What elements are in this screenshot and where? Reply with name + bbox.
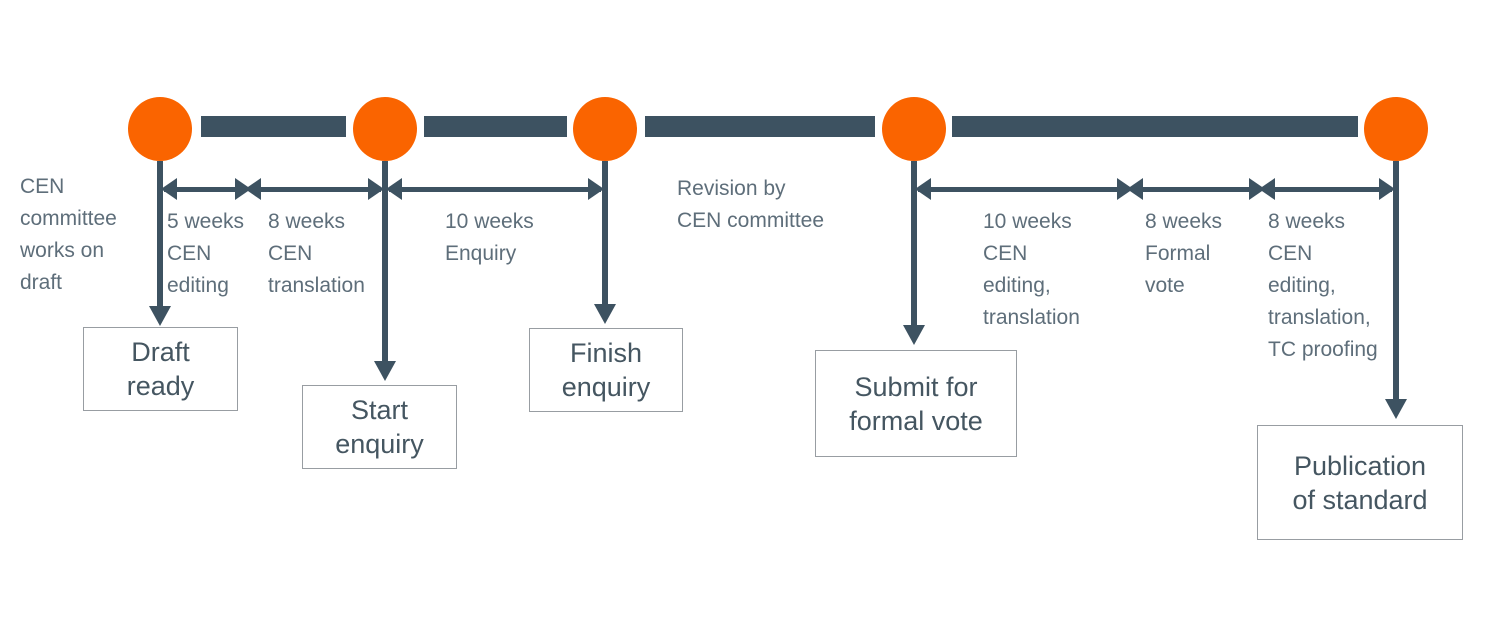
milestone-box-finish-enquiry: Finish enquiry (529, 328, 683, 412)
duration-label-8-weeks-cen-editing-translation-tc-proofing: 8 weeks CEN editing, translation, TC pro… (1268, 210, 1378, 361)
milestone-box-publication-of-standard: Publication of standard (1257, 425, 1463, 540)
duration-arrow-line-1 (164, 187, 244, 192)
down-arrowhead-icon-4 (903, 325, 925, 345)
timeline-dot-4 (882, 97, 946, 161)
timeline-bar-4 (952, 116, 1358, 137)
down-arrowhead-icon-1 (149, 306, 171, 326)
timeline-dot-3 (573, 97, 637, 161)
timeline-dot-5 (1364, 97, 1428, 161)
duration-arrow-line-5 (1134, 187, 1258, 192)
duration-label-10-weeks-enquiry: 10 weeks Enquiry (445, 210, 534, 265)
timeline-bar-3 (645, 116, 875, 137)
down-arrow-shaft-2 (382, 161, 388, 363)
down-arrow-shaft-5 (1393, 161, 1399, 401)
duration-arrow-line-4 (918, 187, 1126, 192)
down-arrowhead-icon-5 (1385, 399, 1407, 419)
duration-arrowhead-right-icon-2 (368, 178, 384, 200)
down-arrowhead-icon-2 (374, 361, 396, 381)
down-arrow-shaft-3 (602, 161, 608, 306)
timeline-dot-1 (128, 97, 192, 161)
duration-label-10-weeks-cen-editing-translation: 10 weeks CEN editing, translation (983, 210, 1080, 329)
duration-arrowhead-left-icon-6 (1259, 178, 1275, 200)
duration-arrowhead-left-icon-1 (161, 178, 177, 200)
duration-label-8-weeks-formal-vote: 8 weeks Formal vote (1145, 210, 1223, 297)
duration-arrow-line-3 (389, 187, 601, 192)
duration-arrowhead-left-icon-3 (386, 178, 402, 200)
note-cen-committee-works-on-draft: CEN committee works on draft (20, 175, 117, 294)
duration-arrowhead-left-icon-2 (245, 178, 261, 200)
duration-arrow-line-6 (1266, 187, 1392, 192)
duration-label-8-weeks-cen-translation: 8 weeks CEN translation (268, 210, 365, 297)
timeline-dot-2 (353, 97, 417, 161)
timeline-bar-2 (424, 116, 567, 137)
milestone-box-draft-ready: Draft ready (83, 327, 238, 411)
milestone-box-submit-for-formal-vote: Submit for formal vote (815, 350, 1017, 457)
duration-arrowhead-right-icon-6 (1379, 178, 1395, 200)
duration-label-5-weeks-cen-editing: 5 weeks CEN editing (167, 210, 245, 297)
duration-arrow-line-2 (252, 187, 381, 192)
milestone-box-start-enquiry: Start enquiry (302, 385, 457, 469)
timeline-bar-1 (201, 116, 346, 137)
down-arrow-shaft-1 (157, 161, 163, 308)
duration-arrowhead-left-icon-4 (915, 178, 931, 200)
duration-arrowhead-right-icon-3 (588, 178, 604, 200)
note-revision-by-cen-committee: Revision by CEN committee (677, 177, 825, 232)
down-arrowhead-icon-3 (594, 304, 616, 324)
duration-arrowhead-left-icon-5 (1127, 178, 1143, 200)
down-arrow-shaft-4 (911, 161, 917, 327)
